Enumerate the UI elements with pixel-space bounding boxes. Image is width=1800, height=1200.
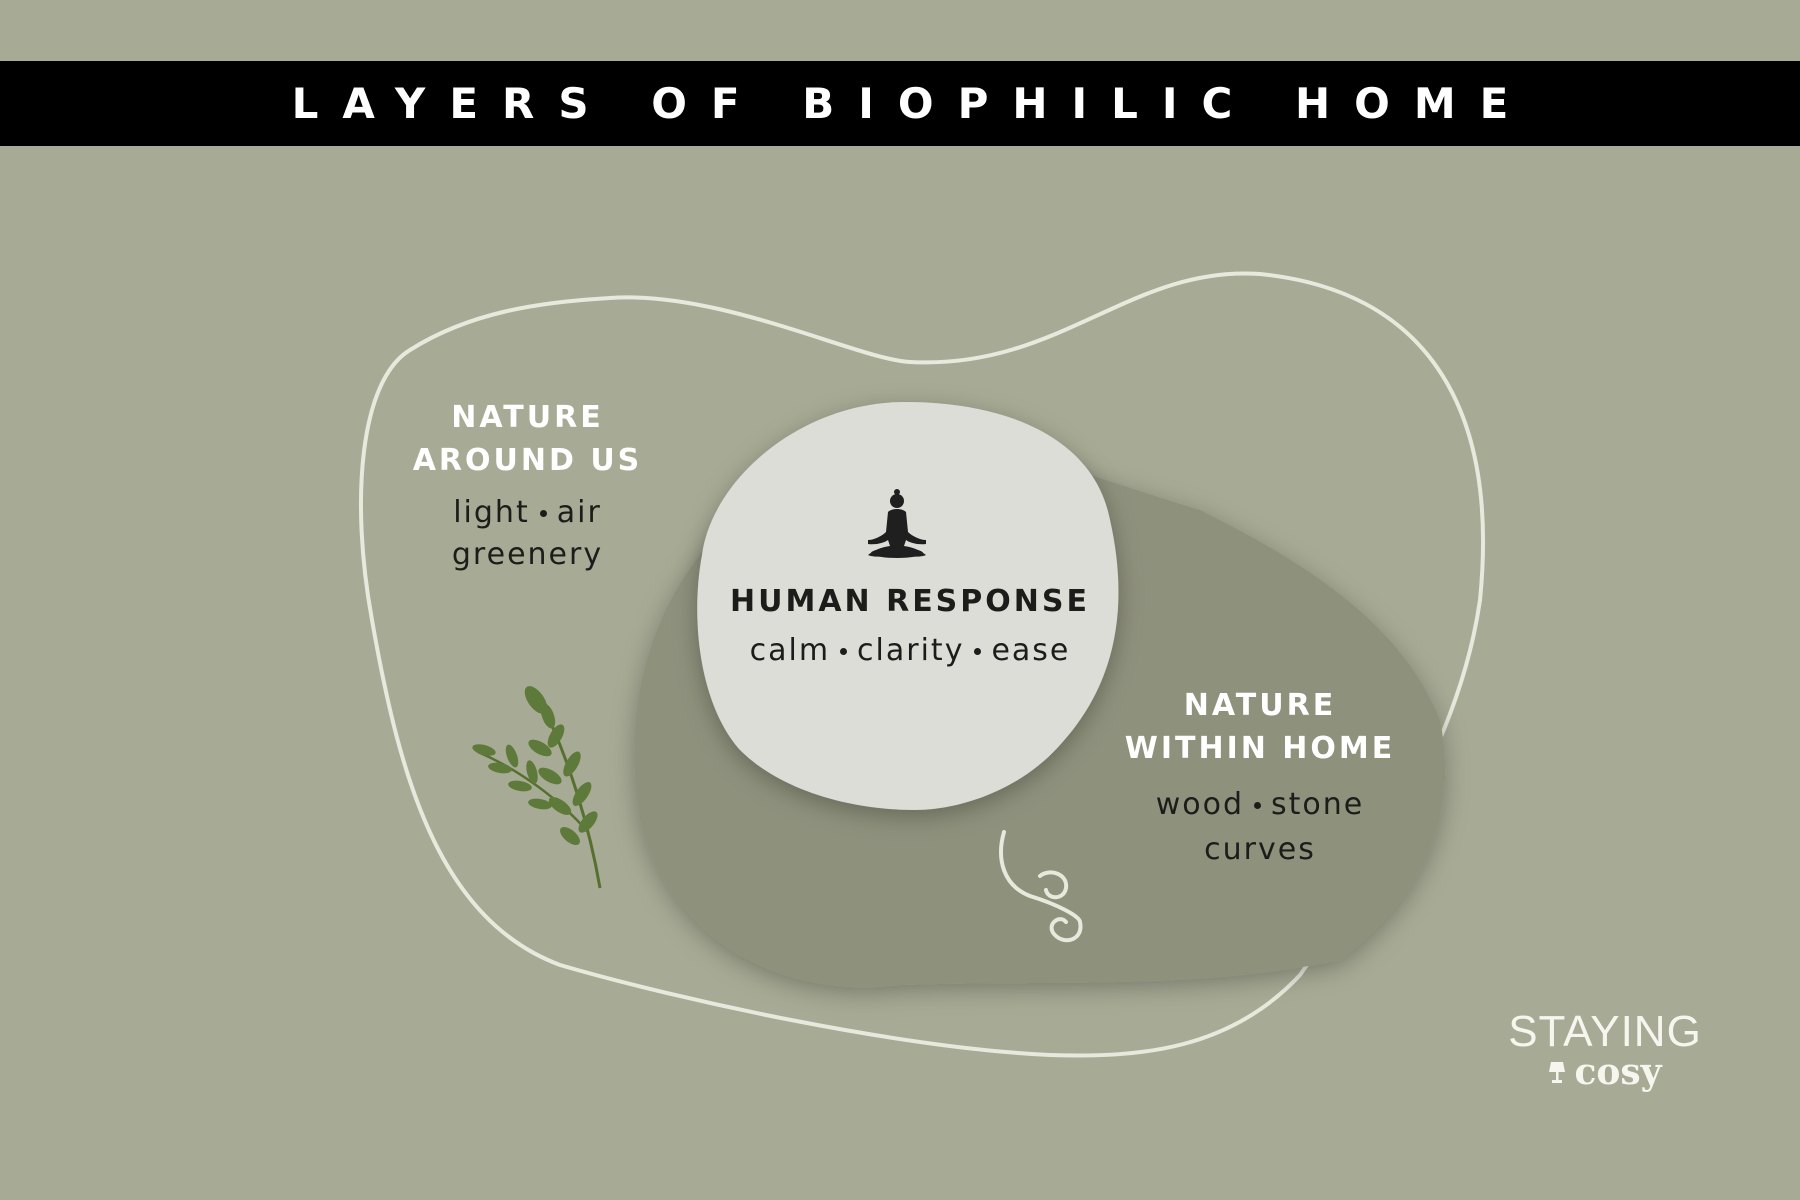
word: air: [556, 495, 602, 530]
heading-line: AROUND US: [412, 443, 643, 478]
fern-sprig-icon: [472, 686, 602, 889]
heading-line: NATURE: [1183, 688, 1337, 723]
words-human-response: calm clarity ease: [720, 631, 1100, 671]
words-nature-around-us: light air greenery: [395, 492, 660, 576]
label-human-response: HUMAN RESPONSE calm clarity ease: [720, 580, 1100, 671]
brand-staying: STAYING: [1508, 1007, 1702, 1056]
label-nature-within-home: NATURE WITHIN HOME wood stone curves: [1110, 684, 1410, 872]
word: greenery: [451, 537, 604, 572]
swirl-icon: [999, 830, 1083, 943]
word: stone: [1271, 787, 1365, 822]
word: light: [453, 495, 530, 530]
word: ease: [991, 633, 1071, 668]
bullet-dot: [539, 510, 547, 517]
heading-nature-around-us: NATURE AROUND US: [395, 396, 660, 482]
meditation-figure-icon: [868, 489, 926, 558]
word: clarity: [857, 633, 965, 668]
word: curves: [1204, 832, 1316, 867]
heading-line: NATURE: [451, 400, 604, 435]
heading-line: WITHIN HOME: [1124, 731, 1396, 766]
title-banner: LAYERS OF BIOPHILIC HOME: [0, 61, 1800, 146]
lamp-icon: [1549, 1062, 1566, 1083]
bullet-dot: [840, 648, 848, 655]
label-nature-around-us: NATURE AROUND US light air greenery: [395, 396, 660, 576]
word: wood: [1155, 787, 1245, 822]
inner-layer-blob: [697, 402, 1119, 810]
bullet-dot: [1254, 802, 1262, 809]
heading-nature-within-home: NATURE WITHIN HOME: [1110, 684, 1410, 770]
heading-human-response: HUMAN RESPONSE: [730, 584, 1090, 619]
bullet-dot: [974, 648, 982, 655]
word: calm: [749, 633, 831, 668]
outer-layer-outline: [358, 271, 1485, 1058]
brand-cosy-row: cosy: [1500, 1054, 1710, 1090]
page-title: LAYERS OF BIOPHILIC HOME: [291, 79, 1533, 128]
brand-cosy: cosy: [1574, 1051, 1662, 1093]
brand-logo: STAYING cosy: [1500, 1007, 1710, 1091]
words-nature-within-home: wood stone curves: [1110, 782, 1410, 872]
